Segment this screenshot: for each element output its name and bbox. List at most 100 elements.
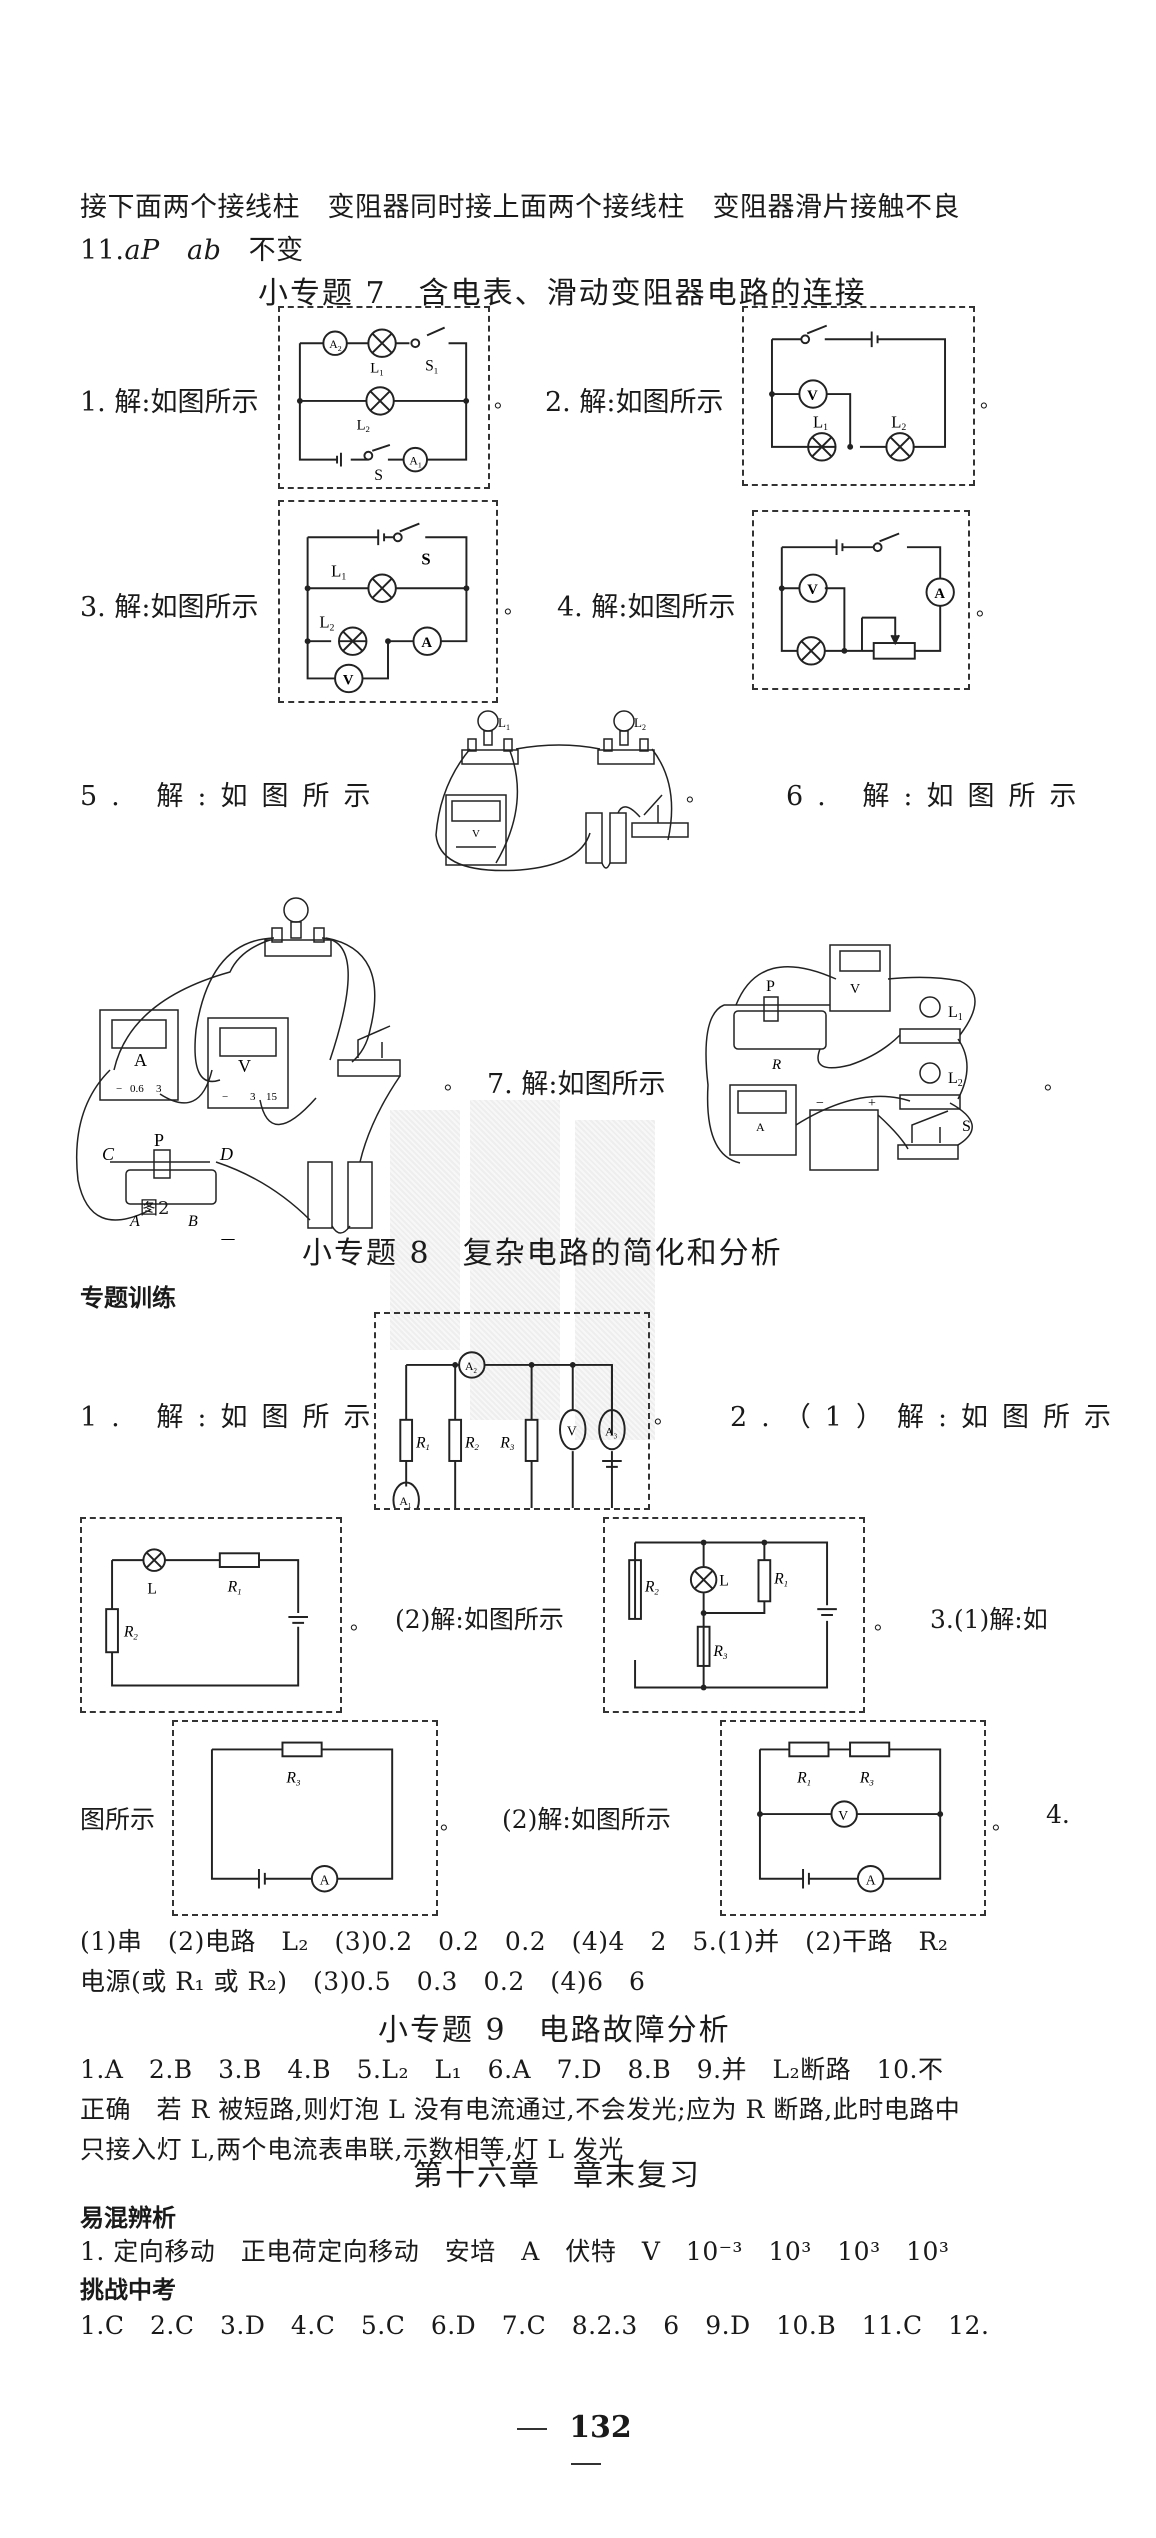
dash-left: [517, 2428, 548, 2430]
label-l: L: [719, 1573, 729, 1590]
label-v: V: [807, 582, 818, 598]
circuit-diagram-q4: V A: [752, 510, 970, 690]
label-a1: A1: [399, 1495, 412, 1508]
figure-caption: 图2: [140, 1198, 170, 1219]
watermark: [390, 1110, 460, 1350]
circuit-diagram-q3: S L1 L2 A V: [278, 500, 498, 703]
label-r2: R2: [644, 1578, 660, 1596]
intro-line-2: 11.aP ab 不变: [80, 228, 304, 267]
t9-line-1: 1.A 2.B 3.B 4.B 5.L₂ L₁ 6.A 7.D 8.B 9.并 …: [80, 2055, 944, 2084]
answer-ab: ab: [186, 235, 222, 266]
t8-q1-label: 1. 解:如图所示: [80, 1402, 385, 1433]
period: 。: [504, 594, 524, 618]
label-a2: A2: [465, 1360, 478, 1375]
section-heading-confusion: 易混辨析: [80, 2204, 176, 2232]
topic9-title: 小专题 9 电路故障分析: [378, 2013, 731, 2048]
period: 。: [444, 1070, 464, 1094]
label-l2: L2: [319, 612, 334, 633]
q5-label: 5. 解:如图所示: [80, 781, 385, 812]
label-r2: R2: [123, 1624, 139, 1642]
question-number: 11.: [80, 235, 125, 266]
section-heading-challenge: 挑战中考: [80, 2276, 176, 2304]
physical-circuit-q7: V P R L1 L2 A S −+: [700, 935, 1030, 1175]
t9-line-3: 只接入灯 L,两个电流表串联,示数相等,灯 L 发光: [80, 2135, 624, 2164]
period: 。: [494, 388, 514, 412]
period: 。: [350, 1610, 370, 1634]
svg-text:−: −: [116, 1083, 122, 1095]
svg-text:3: 3: [156, 1083, 162, 1095]
physical-circuit-q6: A V −0.63 −315 P C D A B 图2: [70, 880, 450, 1256]
period: 。: [976, 596, 996, 620]
label-l2: L2: [891, 412, 906, 433]
label-a3: A3: [605, 1425, 618, 1440]
physical-circuit-q5: L1 L2 V: [400, 705, 700, 875]
label-s1: S1: [425, 358, 438, 376]
label-l2: L2: [634, 715, 646, 732]
label-v: V: [850, 982, 860, 997]
label-l: L: [147, 1580, 157, 1597]
label-a-terminal: A: [129, 1213, 140, 1230]
circuit-diagram-t8-q1: A2 R1 R2 R3 V A3 A1: [374, 1312, 650, 1510]
watermark: [575, 1120, 655, 1440]
label-r3: R3: [499, 1434, 515, 1452]
section-heading: 专题训练: [80, 1284, 176, 1312]
label-v: V: [807, 388, 818, 404]
label-a: A: [134, 1050, 147, 1070]
label-r: R: [771, 1057, 781, 1073]
label-v: V: [472, 828, 480, 840]
t8-q3-1-label-b: 图所示: [80, 1805, 156, 1834]
label-a: A: [421, 635, 432, 651]
label-r2: R2: [464, 1434, 480, 1452]
svg-text:15: 15: [266, 1091, 278, 1103]
answer-ap: aP: [124, 235, 160, 266]
label-a: A: [866, 1873, 876, 1888]
label-r1: R1: [773, 1571, 788, 1589]
chapter16-title: 第十六章 章末复习: [413, 2158, 701, 2193]
label-v: V: [343, 672, 354, 688]
q1-label: 1. 解:如图所示: [80, 387, 259, 418]
page-number: 132: [569, 2410, 632, 2445]
period: 。: [654, 1404, 674, 1428]
label-a1: A1: [409, 455, 421, 470]
t8-answers-line-1: (1)串 (2)电路 L₂ (3)0.2 0.2 0.2 (4)4 2 5.(1…: [80, 1927, 949, 1956]
label-r3: R3: [285, 1770, 301, 1788]
t8-q3-1-label-a: 3.(1)解:如: [930, 1605, 1048, 1634]
label-v: V: [838, 1808, 848, 1823]
circuit-diagram-t8-q3-1: R3 A: [172, 1720, 438, 1916]
period: 。: [440, 1810, 460, 1834]
period: 。: [1044, 1070, 1064, 1094]
circuit-diagram-q2: V L1 L2: [742, 306, 975, 486]
q7-label: 7. 解:如图所示: [487, 1069, 666, 1100]
q6-label: 6. 解:如图所示: [786, 781, 1091, 812]
svg-text:+: +: [868, 1096, 876, 1111]
label-d: D: [219, 1144, 233, 1164]
label-r3: R3: [859, 1770, 875, 1788]
label-v: V: [238, 1056, 251, 1076]
topic7-title: 小专题 7 含电表、滑动变阻器电路的连接: [258, 276, 867, 311]
topic8-title: 小专题 8 复杂电路的简化和分析: [302, 1236, 783, 1271]
q4-label: 4. 解:如图所示: [557, 592, 736, 623]
period: 。: [980, 388, 1000, 412]
intro-line-1: 接下面两个接线柱 变阻器同时接上面两个接线柱 变阻器滑片接触不良: [80, 192, 960, 223]
label-a: A: [756, 1120, 765, 1134]
label-b: B: [188, 1213, 198, 1230]
label-l1: L1: [813, 412, 828, 433]
fig-caption: 图2: [220, 1239, 244, 1240]
t8-answers-line-2: 电源(或 R₁ 或 R₂) (3)0.5 0.3 0.2 (4)6 6: [80, 1967, 646, 1996]
label-r1: R1: [227, 1578, 242, 1596]
period: 。: [686, 782, 706, 806]
circuit-diagram-t8-q2-1: L R1 R2: [80, 1517, 342, 1713]
q3-label: 3. 解:如图所示: [80, 592, 259, 623]
t8-q2-2-label: (2)解:如图所示: [395, 1605, 564, 1634]
t8-q3-2-label: (2)解:如图所示: [502, 1805, 671, 1834]
label-a2: A2: [329, 338, 341, 353]
label-l1: L1: [370, 361, 383, 378]
ch16-s2-line: 1.C 2.C 3.D 4.C 5.C 6.D 7.C 8.2.3 6 9.D …: [80, 2311, 990, 2340]
circuit-diagram-t8-q3-2: R1 R3 V A: [720, 1720, 986, 1916]
label-l2: L2: [948, 1070, 963, 1089]
svg-text:3: 3: [250, 1091, 256, 1103]
circuit-diagram-q1: A2 L1 S1 L2 A1 S: [278, 306, 490, 489]
label-l1: L1: [948, 1004, 963, 1023]
label-s: S: [374, 467, 383, 484]
svg-text:−: −: [816, 1096, 824, 1111]
